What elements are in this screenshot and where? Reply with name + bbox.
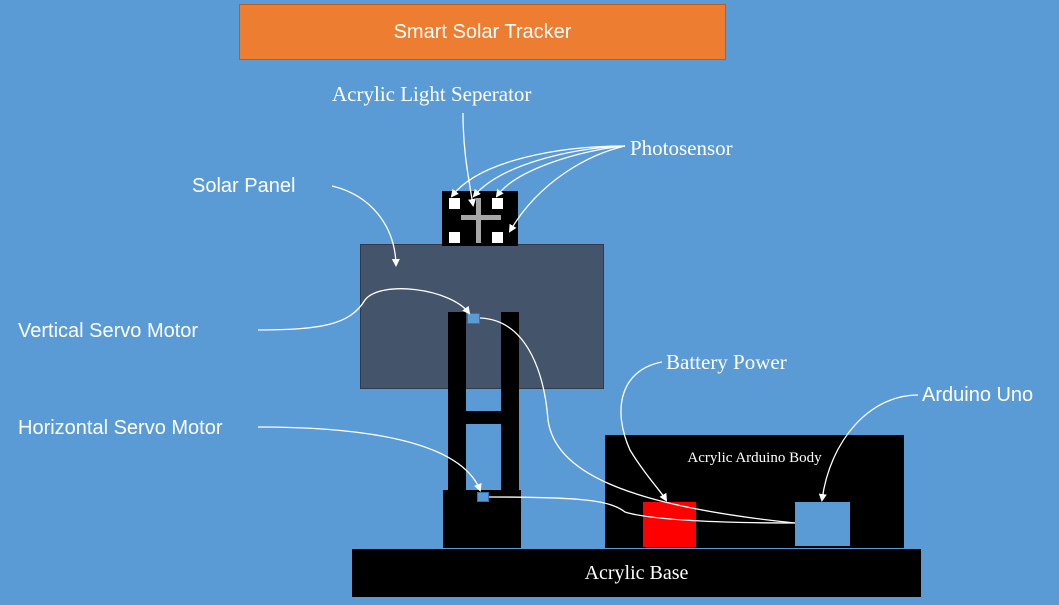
label-photosensor: Photosensor	[630, 136, 733, 160]
label-acrylic-light-separator: Acrylic Light Seperator	[332, 82, 532, 106]
photosensor-bottom-left	[449, 232, 460, 243]
wire-vertical-servo	[479, 317, 796, 524]
acrylic-arduino-body-label: Acrylic Arduino Body	[687, 450, 822, 466]
arrow-battery-power	[620, 361, 668, 502]
vertical-servo-motor	[467, 313, 480, 324]
horizontal-servo-motor	[477, 492, 489, 502]
solar-panel	[360, 244, 604, 389]
photosensor-top-left	[449, 198, 460, 209]
arrow-photosensor-1	[450, 145, 626, 198]
diagram-title: Smart Solar Tracker	[239, 4, 726, 60]
photosensor-top-right	[492, 198, 503, 209]
arrow-photosensor-4	[508, 145, 626, 233]
tower-left-leg	[448, 312, 466, 492]
label-vertical-servo-motor: Vertical Servo Motor	[18, 320, 199, 342]
photosensor-bottom-right	[492, 232, 503, 243]
tower-crossbar	[466, 411, 501, 424]
arrow-horizontal-servo	[257, 426, 482, 492]
arrow-photosensor-3	[495, 145, 626, 198]
arrow-light-separator	[462, 112, 476, 207]
label-arduino-uno: Arduino Uno	[922, 384, 1034, 406]
light-separator-horizontal	[461, 215, 501, 220]
label-battery-power: Battery Power	[666, 350, 787, 374]
arduino-uno	[795, 502, 850, 546]
arrow-photosensor-2	[472, 145, 626, 198]
arrow-arduino-uno	[818, 394, 919, 502]
arrow-vertical-servo	[257, 288, 471, 331]
light-separator-vertical	[476, 198, 481, 243]
label-solar-panel: Solar Panel	[192, 175, 296, 197]
battery	[643, 502, 696, 547]
acrylic-base: Acrylic Base	[352, 549, 921, 597]
wire-horizontal-servo	[488, 496, 796, 524]
label-horizontal-servo-motor: Horizontal Servo Motor	[18, 417, 223, 439]
tower-right-leg	[501, 312, 519, 492]
arrow-solar-panel	[331, 185, 400, 267]
